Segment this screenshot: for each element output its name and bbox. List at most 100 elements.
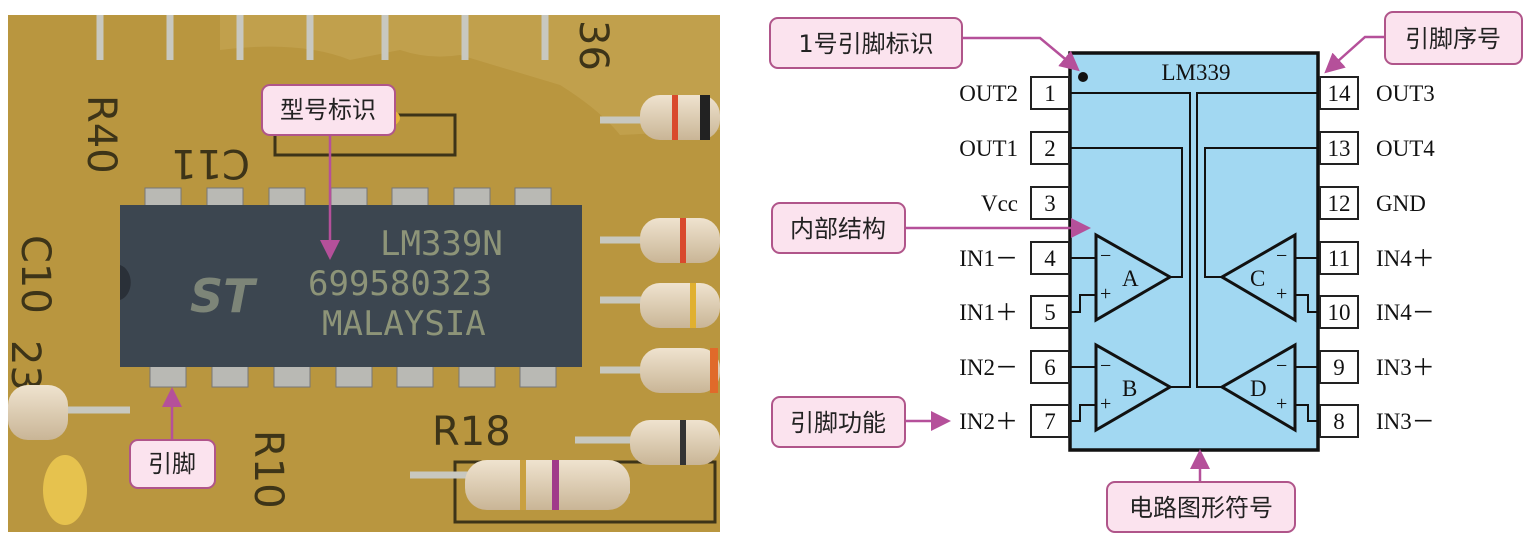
pin-5: 5 IN1＋: [959, 295, 1070, 329]
svg-text:引脚序号: 引脚序号: [1405, 25, 1501, 53]
pin-14: 14 OUT3: [1319, 76, 1435, 110]
pin-number: 5: [1044, 300, 1056, 325]
pin-box: [1319, 76, 1359, 110]
pin-name: IN4－: [1376, 300, 1435, 325]
pin-box: [1030, 76, 1070, 110]
callout-pin-number: 引脚序号: [1384, 11, 1523, 65]
pin-12: 12 GND: [1319, 186, 1426, 220]
pin-number: 10: [1328, 300, 1351, 325]
svg-text:+: +: [1276, 393, 1287, 415]
pin-number: 12: [1328, 191, 1351, 216]
callout-pin-function: 引脚功能: [771, 396, 906, 448]
pin-box: [1030, 404, 1070, 438]
pin-name: IN4＋: [1376, 246, 1435, 271]
svg-text:C11: C11: [171, 140, 250, 186]
pin-name: IN3－: [1376, 409, 1435, 434]
st-logo: ST: [190, 269, 258, 323]
svg-text:引脚功能: 引脚功能: [790, 409, 886, 437]
pin-8: 8 IN3－: [1319, 404, 1435, 438]
pin-7: 7 IN2＋: [959, 404, 1070, 438]
pin-name: OUT3: [1376, 81, 1435, 106]
svg-text:B: B: [1122, 376, 1137, 401]
pin-10: 10 IN4－: [1319, 295, 1435, 329]
comparator-labels: A B C D − + − + − + − +: [1100, 245, 1287, 415]
pin1-dot-icon: [1078, 72, 1088, 82]
svg-text:C10: C10: [12, 235, 58, 314]
callout-pins: 引脚: [129, 439, 216, 489]
pin-name: IN3＋: [1376, 355, 1435, 380]
svg-text:引脚: 引脚: [148, 450, 196, 478]
pin-9: 9 IN3＋: [1319, 350, 1435, 384]
pin-box: [1319, 404, 1359, 438]
pin-number: 4: [1044, 246, 1056, 271]
pin-box: [1030, 350, 1070, 384]
svg-text:−: −: [1100, 245, 1111, 267]
pin-name: IN2＋: [959, 409, 1018, 434]
pin-number: 9: [1333, 355, 1345, 380]
pin-3: 3 Vcc: [981, 186, 1070, 220]
pin-number: 3: [1044, 191, 1056, 216]
svg-text:内部结构: 内部结构: [790, 215, 886, 243]
callout-pin1-mark: 1号引脚标识: [769, 17, 963, 69]
pin-2: 2 OUT1: [959, 131, 1070, 165]
svg-text:LM339N: LM339N: [380, 224, 503, 264]
pin-6: 6 IN2－: [959, 350, 1070, 384]
svg-text:+: +: [1100, 393, 1111, 415]
svg-text:−: −: [1100, 355, 1111, 377]
pin-box: [1319, 131, 1359, 165]
pin-box: [1030, 186, 1070, 220]
svg-text:R18: R18: [432, 409, 511, 455]
pin-11: 11 IN4＋: [1319, 241, 1435, 275]
svg-text:电路图形符号: 电路图形符号: [1129, 494, 1273, 522]
pin-box: [1030, 241, 1070, 275]
pin-number: 7: [1044, 409, 1056, 434]
ic-pins: [144, 187, 557, 388]
pin-number: 2: [1044, 136, 1056, 161]
pin-4: 4 IN1－: [959, 241, 1070, 275]
svg-text:A: A: [1122, 266, 1139, 291]
svg-text:23: 23: [2, 340, 48, 391]
comparators: [1094, 232, 1297, 433]
svg-text:699580323: 699580323: [308, 264, 492, 304]
pin-box: [1319, 350, 1359, 384]
svg-text:C: C: [1250, 266, 1265, 291]
pin-number: 14: [1328, 81, 1352, 106]
svg-text:−: −: [1276, 355, 1287, 377]
pin-name: Vcc: [981, 191, 1018, 216]
pin-number: 6: [1044, 355, 1056, 380]
internal-wiring: [1070, 92, 1318, 422]
svg-text:MALAYSIA: MALAYSIA: [322, 304, 486, 344]
svg-text:1号引脚标识: 1号引脚标识: [798, 30, 933, 58]
pin-box: [1030, 131, 1070, 165]
pin-box: [1030, 295, 1070, 329]
svg-text:型号标识: 型号标识: [280, 96, 376, 124]
pin-name: IN1－: [959, 246, 1018, 271]
pin-box: [1319, 295, 1359, 329]
pin-name: OUT2: [959, 81, 1018, 106]
chip-name: LM339: [1162, 60, 1231, 85]
pin-name: IN1＋: [959, 300, 1018, 325]
pin-name: OUT1: [959, 136, 1018, 161]
svg-text:R40: R40: [78, 95, 124, 174]
resistor: [8, 95, 720, 525]
pin-box: [1319, 241, 1359, 275]
ic-body: ST LM339N 699580323 MALAYSIA: [120, 205, 582, 367]
pin-number: 11: [1328, 246, 1350, 271]
pin-number: 13: [1328, 136, 1351, 161]
svg-text:D: D: [1250, 376, 1267, 401]
svg-text:−: −: [1276, 245, 1287, 267]
callout-internal: 内部结构: [771, 202, 906, 254]
callout-symbol: 电路图形符号: [1106, 481, 1296, 533]
callout-model-mark: 型号标识: [261, 84, 396, 136]
pin-name: IN2－: [959, 355, 1018, 380]
chip-photo: R40 C11 C10 36 23 R18 R10: [2, 15, 720, 532]
svg-text:+: +: [1100, 283, 1111, 305]
pin-name: GND: [1376, 191, 1426, 216]
component-leads: [60, 15, 650, 494]
pin-number: 8: [1333, 409, 1345, 434]
svg-text:+: +: [1276, 283, 1287, 305]
